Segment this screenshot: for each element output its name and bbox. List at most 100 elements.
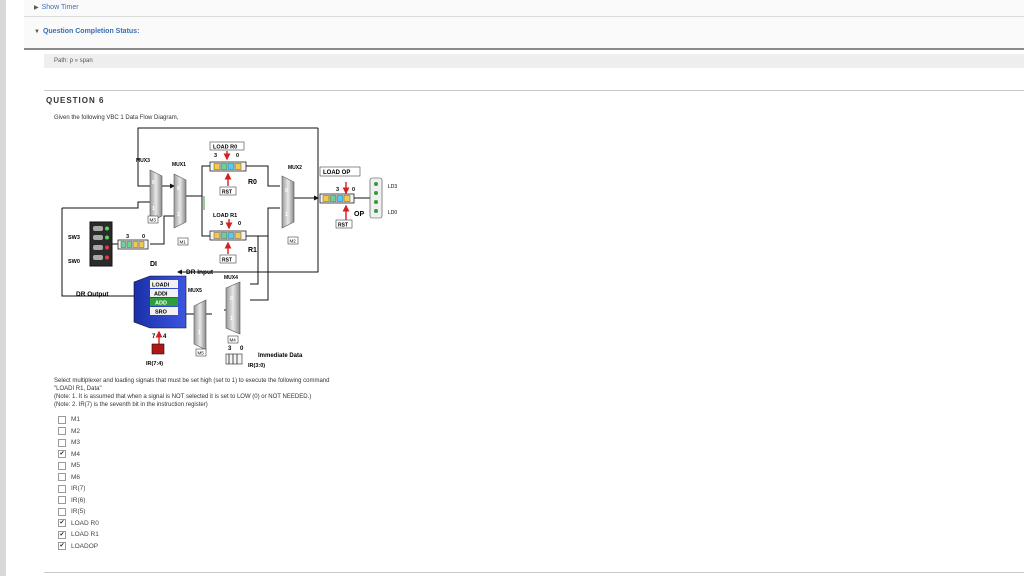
register-r1: LOAD R1 3 0 R1 RST bbox=[209, 213, 257, 264]
instruction-decoder: LOADI ADDI ADD SRO 7 4 IR(7:4) bbox=[133, 275, 187, 367]
mux3-label: MUX3 bbox=[136, 158, 150, 164]
option-label: M2 bbox=[71, 427, 81, 435]
r0-label: R0 bbox=[248, 179, 257, 186]
question-note-1: (Note: 1. It is assumed that when a sign… bbox=[54, 394, 312, 400]
bottom-divider bbox=[44, 572, 1024, 573]
load-r0-label: LOAD R0 bbox=[213, 145, 237, 151]
op-bit0: 0 bbox=[352, 187, 355, 193]
mux3-in0: 0 bbox=[152, 180, 155, 186]
dr-input-label: DR Input bbox=[186, 269, 214, 276]
checkbox[interactable] bbox=[58, 507, 66, 516]
m2-signal: M2 bbox=[290, 239, 297, 244]
data-flow-diagram: 0 1 MUX3 M3 0 1 MUX1 M1 LOAD R0 3 0 R0 R… bbox=[61, 127, 397, 369]
option-label: IR(5) bbox=[71, 508, 86, 516]
add-op: ADD bbox=[155, 301, 167, 307]
load-op-label: LOAD OP bbox=[323, 170, 350, 176]
ir74-label: IR(7:4) bbox=[146, 361, 163, 367]
r1-bit3: 3 bbox=[220, 221, 223, 227]
switch-panel: SW3 SW0 3 0 DI bbox=[68, 221, 157, 268]
mux2: 0 1 MUX2 M2 bbox=[281, 165, 302, 245]
option-label: LOADOP bbox=[71, 542, 99, 550]
option-label: M6 bbox=[71, 473, 81, 481]
show-timer-label: Show Timer bbox=[41, 4, 79, 11]
option-load-r0[interactable]: ✔ LOAD R0 bbox=[58, 518, 99, 530]
checkbox[interactable] bbox=[58, 496, 66, 505]
ld0-label: LD0 bbox=[388, 210, 397, 216]
checkbox[interactable] bbox=[58, 473, 66, 482]
option-m5[interactable]: M5 bbox=[58, 460, 99, 472]
checkbox-checked[interactable]: ✔ bbox=[58, 519, 66, 528]
mux5: 1 MUX5 M5 bbox=[188, 288, 207, 357]
option-label: IR(6) bbox=[71, 496, 86, 504]
ld3-label: LD3 bbox=[388, 184, 397, 190]
op-label: OP bbox=[354, 211, 364, 218]
option-ir6[interactable]: IR(6) bbox=[58, 495, 99, 507]
mux4-label: MUX4 bbox=[224, 275, 238, 281]
option-m3[interactable]: M3 bbox=[58, 437, 99, 449]
answer-options: M1 M2 M3 ✔M4 M5 M6 IR(7) IR(6) IR(5) ✔ LO… bbox=[58, 414, 99, 552]
option-ir5[interactable]: IR(5) bbox=[58, 506, 99, 518]
r0-reset: RST bbox=[222, 190, 232, 196]
mux2-in1: 1 bbox=[285, 212, 288, 218]
question-intro: Given the following VBC 1 Data Flow Diag… bbox=[54, 115, 179, 121]
mux2-label: MUX2 bbox=[288, 165, 302, 171]
m1-signal: M1 bbox=[180, 240, 187, 245]
load-r1-label: LOAD R1 bbox=[213, 213, 237, 219]
option-m6[interactable]: M6 bbox=[58, 472, 99, 484]
mux1: 0 1 MUX1 M1 bbox=[172, 162, 189, 246]
op-reset: RST bbox=[338, 223, 348, 229]
option-ir7[interactable]: IR(7) bbox=[58, 483, 99, 495]
r1-reset: RST bbox=[222, 258, 232, 264]
option-load-r1[interactable]: ✔ LOAD R1 bbox=[58, 529, 99, 541]
r0-bit3: 3 bbox=[214, 153, 217, 159]
option-label: M5 bbox=[71, 462, 81, 470]
r1-label: R1 bbox=[248, 247, 257, 254]
checkbox[interactable] bbox=[58, 461, 66, 470]
mux4-in1: 1 bbox=[230, 316, 233, 322]
checkbox-checked[interactable]: ✔ bbox=[58, 530, 66, 539]
di-bit0: 0 bbox=[142, 234, 145, 240]
divider bbox=[24, 16, 1024, 17]
ir30-label: IR(3:0) bbox=[248, 363, 265, 369]
loadi-op: LOADI bbox=[152, 283, 170, 289]
option-label: M1 bbox=[71, 416, 81, 424]
option-m2[interactable]: M2 bbox=[58, 426, 99, 438]
checkbox[interactable] bbox=[58, 427, 66, 436]
option-label: LOAD R0 bbox=[71, 519, 99, 527]
option-m1[interactable]: M1 bbox=[58, 414, 99, 426]
sro-op: SRO bbox=[155, 310, 168, 316]
mux3: 0 1 MUX3 M3 bbox=[136, 158, 163, 224]
checkbox-checked[interactable]: ✔ bbox=[58, 542, 66, 551]
question-divider bbox=[44, 90, 1024, 91]
addi-op: ADDI bbox=[154, 292, 168, 298]
di-label: DI bbox=[150, 261, 157, 268]
option-label: LOAD R1 bbox=[71, 531, 99, 539]
immediate-data-label: Immediate Data bbox=[258, 353, 303, 359]
di-bit3: 3 bbox=[126, 234, 129, 240]
top-panel: ▶ Show Timer ▼ Question Completion Statu… bbox=[24, 0, 1024, 50]
show-timer-link[interactable]: ▶ Show Timer bbox=[34, 4, 79, 11]
mux5-label: MUX5 bbox=[188, 288, 202, 294]
checkbox[interactable] bbox=[58, 415, 66, 424]
mux4: 0 1 MUX4 M4 bbox=[224, 275, 241, 344]
checkbox[interactable] bbox=[58, 438, 66, 447]
mux2-in0: 0 bbox=[285, 188, 288, 194]
op-bit3: 3 bbox=[336, 187, 339, 193]
option-loadop[interactable]: ✔ LOADOP bbox=[58, 541, 99, 553]
expand-triangle-icon: ▶ bbox=[34, 5, 39, 11]
r0-bit0: 0 bbox=[236, 153, 239, 159]
option-label: M3 bbox=[71, 439, 81, 447]
mux1-in0: 0 bbox=[177, 186, 180, 192]
option-label: IR(7) bbox=[71, 485, 86, 493]
wires bbox=[61, 127, 370, 315]
mux1-label: MUX1 bbox=[172, 162, 186, 168]
completion-status-toggle[interactable]: ▼ Question Completion Status: bbox=[34, 28, 139, 35]
checkbox[interactable] bbox=[58, 484, 66, 493]
option-m4[interactable]: ✔M4 bbox=[58, 449, 99, 461]
question-title: QUESTION 6 bbox=[46, 96, 105, 105]
ir30-register: 3 0 Immediate Data IR(3:0) bbox=[225, 346, 303, 369]
ir-bit3: 3 bbox=[228, 346, 232, 352]
sw0-label: SW0 bbox=[68, 259, 80, 265]
checkbox-checked[interactable]: ✔ bbox=[58, 450, 66, 459]
question-command: "LOADI R1, Data" bbox=[54, 386, 102, 392]
